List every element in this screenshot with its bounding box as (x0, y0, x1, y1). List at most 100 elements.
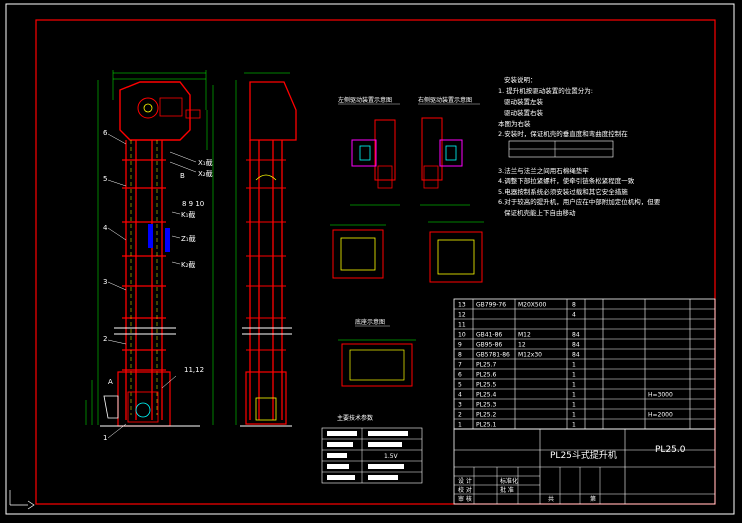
bom-name: 12 (518, 342, 526, 349)
bom-no: 1 (458, 422, 462, 429)
bom-no: 5 (458, 382, 462, 389)
note-line-1: 1. 提升机按驱动装置的位置分为: (498, 86, 593, 95)
bom-row[interactable]: 2 PL25.2 1 H=2000 (458, 412, 673, 419)
params-title: 主要技术参数 (337, 414, 373, 422)
bom-qty: 1 (572, 382, 576, 389)
label-z1: Z₁截 (181, 234, 196, 243)
params-value-3: 1.5V (384, 453, 399, 460)
front-view-labels: 6 5 4 3 2 1 11,12 8 9 10 X₁截 X₂截 K₁截 Z₁截… (103, 129, 213, 442)
bom-code: GB95-86 (476, 342, 502, 349)
base-view-title: 底座示意图 (355, 318, 385, 326)
note-line-5: 2.安装时，保证机壳的垂直度和弯曲度控制在 (498, 129, 628, 138)
inner-border (35, 19, 716, 505)
bom-qty: 84 (572, 352, 580, 359)
tb-approve: 批 准 (500, 486, 514, 494)
bom-code: GB5781-86 (476, 352, 510, 359)
bom-no: 3 (458, 402, 462, 409)
bom-no: 2 (458, 412, 462, 419)
note-line-6: 3.法兰与法兰之间用石棉绳垫牢 (498, 166, 589, 175)
note-line-4: 本图为右装 (498, 119, 531, 128)
bom-name: M12 (518, 332, 531, 339)
bom-code: PL25.2 (476, 412, 497, 419)
notes-title: 安装说明： (504, 75, 537, 84)
bom-qty: 1 (572, 402, 576, 409)
bom-row[interactable]: 11 (458, 322, 466, 329)
tb-sheet-total: 共 (548, 495, 554, 503)
label-3: 3 (103, 278, 107, 286)
label-6: 6 (103, 129, 108, 137)
tb-check: 校 对 (458, 486, 472, 494)
note-line-3: 驱动装置右装 (504, 108, 544, 117)
bom-no: 11 (458, 322, 466, 329)
bom-qty: 1 (572, 392, 576, 399)
label-8-9-10: 8 9 10 (182, 200, 204, 208)
bom-row[interactable]: 8 GB5781-86 M12x30 84 (458, 352, 580, 359)
label-x1: X₁截 (198, 158, 213, 167)
install-notes: 安装说明： 1. 提升机按驱动装置的位置分为: 驱动装置左装 驱动装置右装 本图… (498, 75, 661, 217)
tb-standard: 标准化 (500, 477, 518, 485)
bom-qty: 8 (572, 302, 576, 309)
bom-no: 9 (458, 342, 462, 349)
front-view[interactable] (85, 70, 214, 439)
bom-qty: 1 (572, 372, 576, 379)
bom-code: PL25.5 (476, 382, 497, 389)
drive-detail-views[interactable]: 左侧驱动装置示意图 右侧驱动装置示意图 (338, 96, 480, 206)
bom-row[interactable]: 6 PL25.6 1 (458, 372, 576, 379)
bom-code: PL25.3 (476, 402, 497, 409)
bom-qty: 84 (572, 342, 580, 349)
bom-note: H=2000 (648, 412, 673, 419)
side-view[interactable] (235, 72, 297, 427)
bom-no: 13 (458, 302, 466, 309)
bom-code: GB799-76 (476, 302, 506, 309)
bom-name: M12x30 (518, 352, 542, 359)
tb-sheet-no: 第 (590, 495, 596, 503)
params-table: 主要技术参数 1.5V (321, 414, 423, 484)
tb-design: 设 计 (458, 477, 472, 485)
bom-row[interactable]: 3 PL25.3 1 (458, 402, 576, 409)
note-line-8: 5.电器按制系统必须安装过载和其它安全措施 (498, 187, 628, 196)
label-5: 5 (103, 175, 107, 183)
bom-qty: 1 (572, 412, 576, 419)
bom-code: PL25.1 (476, 422, 497, 429)
bom-no: 6 (458, 372, 462, 379)
bom-code: PL25.4 (476, 392, 497, 399)
bom-code: GB41-86 (476, 332, 502, 339)
bom-row[interactable]: 5 PL25.5 1 (458, 382, 576, 389)
note-line-2: 驱动装置左装 (504, 97, 544, 106)
ucs-axis-icon (9, 490, 35, 510)
bom-no: 8 (458, 352, 462, 359)
title-block[interactable]: PL25斗式提升机 PL25.0 设 计 校 对 审 核 标准化 批 准 共 第 (453, 428, 716, 505)
bom-qty: 1 (572, 422, 576, 429)
bom-note: H=3000 (648, 392, 673, 399)
label-4: 4 (103, 224, 108, 232)
bom-row[interactable]: 1 PL25.1 1 (458, 422, 576, 429)
tb-review: 审 核 (458, 495, 472, 503)
section-views[interactable]: 底座示意图 (330, 221, 484, 387)
right-drive-view-title: 右侧驱动装置示意图 (418, 96, 472, 104)
bom-code: PL25.7 (476, 362, 497, 369)
label-b: B (180, 172, 185, 180)
label-k2: K₂截 (181, 260, 195, 269)
bom-no: 10 (458, 332, 466, 339)
bom-row[interactable]: 7 PL25.7 1 (458, 362, 576, 369)
note-line-7: 4.调整下部拉紧螺杆，使牵引链条松紧程度一致 (498, 176, 635, 185)
bom-row[interactable]: 9 GB95-86 12 84 (458, 342, 580, 349)
label-1: 1 (103, 434, 107, 442)
note-line-10: 保证机壳能上下自由移动 (504, 208, 576, 217)
label-x2: X₂截 (198, 169, 213, 178)
label-a: A (108, 378, 113, 386)
label-k1: K₁截 (181, 210, 195, 219)
bom-no: 7 (458, 362, 462, 369)
drawing-code: PL25.0 (655, 445, 686, 455)
left-drive-view-title: 左侧驱动装置示意图 (338, 96, 392, 104)
label-2: 2 (103, 335, 107, 343)
outer-border (5, 3, 735, 515)
bom-code: PL25.6 (476, 372, 497, 379)
bom-qty: 1 (572, 362, 576, 369)
